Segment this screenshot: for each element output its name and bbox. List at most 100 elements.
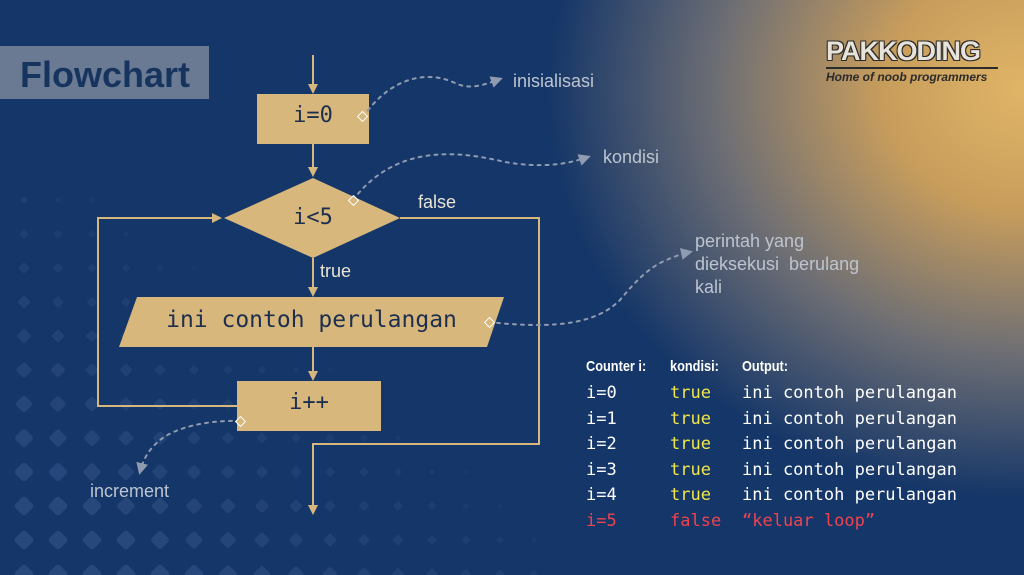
decorative-tile: [118, 430, 134, 446]
counter-cell: i=0: [586, 383, 617, 403]
decorative-tile: [254, 532, 270, 548]
table-row: i=1 true ini contoh perulangan: [586, 409, 1006, 435]
decorative-tile: [14, 530, 34, 550]
decorative-tile: [258, 366, 266, 374]
decorative-tile: [428, 468, 436, 476]
annotation-line-condition: [352, 153, 591, 201]
condition-cell: true: [670, 383, 711, 403]
decorative-tile: [184, 564, 204, 575]
decorative-tile: [51, 363, 65, 377]
condition-node-label: i<5: [293, 205, 333, 230]
decorative-tile: [394, 468, 402, 476]
decorative-tile: [117, 463, 135, 481]
decorative-tile: [16, 362, 32, 378]
decorative-tile: [189, 365, 199, 375]
decorative-tile: [360, 434, 368, 442]
decorative-tile: [54, 196, 62, 204]
decorative-tile: [53, 263, 63, 273]
decorative-tile: [84, 430, 100, 446]
condition-cell: false: [670, 510, 722, 531]
output-cell: ini contoh perulangan: [742, 485, 957, 505]
decorative-tile: [496, 536, 504, 544]
decorative-tile: [151, 497, 169, 515]
logo-wordmark: PAKKODING: [826, 36, 981, 66]
decorative-tile: [116, 530, 136, 550]
decorative-tile: [359, 501, 369, 511]
annotation-line-init: [362, 76, 503, 118]
decorative-tile: [393, 501, 403, 511]
decorative-tile: [255, 499, 269, 513]
annotation-kondisi: kondisi: [603, 147, 660, 167]
decorative-tile: [153, 431, 167, 445]
false-exit-line: [308, 217, 540, 515]
decorative-tile: [530, 570, 538, 575]
decorative-tile: [87, 263, 97, 273]
increment-box: [237, 381, 381, 431]
decorative-tile: [14, 496, 34, 516]
decorative-tile: [256, 466, 268, 478]
decorative-tile: [187, 431, 201, 445]
condition-cell: true: [670, 459, 711, 480]
decorative-tile: [19, 229, 29, 239]
counter-cell: i=2: [586, 434, 617, 454]
decorative-tile: [48, 496, 68, 516]
decorative-tile: [222, 432, 234, 444]
decorative-tile: [82, 530, 102, 550]
condition-cell: true: [670, 434, 711, 454]
decorative-tile: [531, 537, 537, 543]
decorative-tile: [461, 569, 471, 575]
decorative-tile: [17, 329, 31, 343]
decorative-tile: [154, 364, 166, 376]
output-node-label: ini contoh perulangan: [166, 307, 457, 333]
init-box: [257, 94, 369, 144]
decorative-tile: [221, 465, 235, 479]
table-row: i=0 true ini contoh perulangan: [586, 383, 1006, 409]
annotation-line-increment: [136, 419, 241, 475]
decorative-tile: [82, 496, 102, 516]
annotation-line-body: [488, 248, 693, 327]
decorative-tile: [392, 534, 404, 546]
table-row: i=3 true ini contoh perulangan: [586, 460, 1006, 486]
output-cell: ini contoh perulangan: [742, 434, 957, 454]
decorative-tile: [83, 463, 101, 481]
decorative-tile: [327, 367, 333, 373]
decorative-tile: [151, 531, 169, 549]
decorative-tile: [15, 395, 33, 413]
decorative-tile: [120, 364, 132, 376]
annotation-body: perintah yang dieksekusi berulang kali: [695, 231, 860, 297]
table-header-output: Output:: [742, 358, 789, 375]
decorative-tile: [256, 432, 268, 444]
decorative-tile: [48, 530, 68, 550]
output-cell: ini contoh perulangan: [742, 459, 957, 480]
annotation-inisialisasi: inisialisasi: [513, 71, 595, 91]
decorative-tile: [288, 566, 304, 575]
decorative-tile: [463, 469, 469, 475]
decorative-tile: [497, 503, 503, 509]
decorative-tile: [49, 429, 67, 447]
output-parallelogram: [119, 297, 504, 347]
decorative-tile: [86, 330, 98, 342]
decorative-tile: [116, 564, 136, 575]
decorative-tile: [82, 564, 102, 575]
false-branch-label: false: [418, 192, 457, 212]
decorative-tile: [220, 498, 236, 514]
title-banner: Flowchart: [0, 46, 209, 99]
output-cell: ini contoh perulangan: [742, 408, 957, 429]
decorative-tile: [18, 262, 30, 274]
pakkoding-logo: PAKKODING Home of noob programmers: [826, 36, 998, 84]
counter-cell: i=5: [586, 510, 617, 531]
decorative-tile: [359, 467, 369, 477]
decorative-tile: [156, 264, 164, 272]
table-row: i=2 true ini contoh perulangan: [586, 434, 1006, 460]
decorative-tile: [462, 502, 470, 510]
logo-tagline: Home of noob programmers: [826, 70, 988, 84]
counter-cell: i=3: [586, 459, 617, 480]
decorative-tile: [358, 534, 370, 546]
decorative-tile: [122, 264, 130, 272]
decorative-tile: [50, 396, 66, 412]
decorative-tile: [85, 363, 99, 377]
decorative-tile: [495, 569, 505, 575]
decorative-tile: [426, 568, 438, 575]
